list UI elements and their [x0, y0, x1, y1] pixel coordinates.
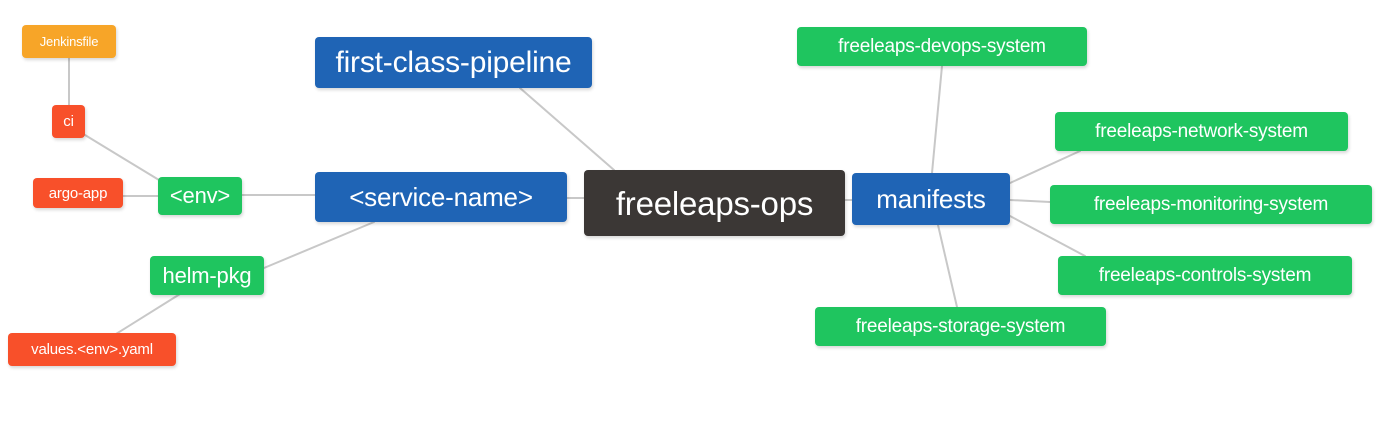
- node-argo-app[interactable]: argo-app: [33, 178, 123, 208]
- edge-first-class-pipeline-to-freeleaps-ops: [519, 87, 615, 171]
- edge-manifests-to-freeleaps-network-system: [1009, 150, 1081, 184]
- node-freeleaps-controls-system[interactable]: freeleaps-controls-system: [1058, 256, 1352, 295]
- node-freeleaps-storage-system[interactable]: freeleaps-storage-system: [815, 307, 1106, 346]
- node-freeleaps-devops-system[interactable]: freeleaps-devops-system: [797, 27, 1087, 66]
- node-helm-pkg[interactable]: helm-pkg: [150, 256, 264, 295]
- node-env[interactable]: <env>: [158, 177, 242, 215]
- node-service-name[interactable]: <service-name>: [315, 172, 567, 222]
- node-freeleaps-monitoring-system[interactable]: freeleaps-monitoring-system: [1050, 185, 1372, 224]
- edge-manifests-to-freeleaps-storage-system: [937, 224, 958, 308]
- edge-service-name-to-helm-pkg: [263, 221, 375, 269]
- edge-manifests-to-freeleaps-monitoring-system: [1009, 199, 1051, 203]
- edge-ci-to-env: [84, 134, 160, 181]
- node-freeleaps-network-system[interactable]: freeleaps-network-system: [1055, 112, 1348, 151]
- edge-manifests-to-freeleaps-devops-system: [931, 65, 943, 174]
- edge-helm-pkg-to-values-yaml: [115, 293, 181, 335]
- node-first-class-pipeline[interactable]: first-class-pipeline: [315, 37, 592, 88]
- node-ci[interactable]: ci: [52, 105, 85, 138]
- node-freeleaps-ops[interactable]: freeleaps-ops: [584, 170, 845, 236]
- node-jenkinsfile[interactable]: Jenkinsfile: [22, 25, 116, 58]
- node-values-yaml[interactable]: values.<env>.yaml: [8, 333, 176, 366]
- node-manifests[interactable]: manifests: [852, 173, 1010, 225]
